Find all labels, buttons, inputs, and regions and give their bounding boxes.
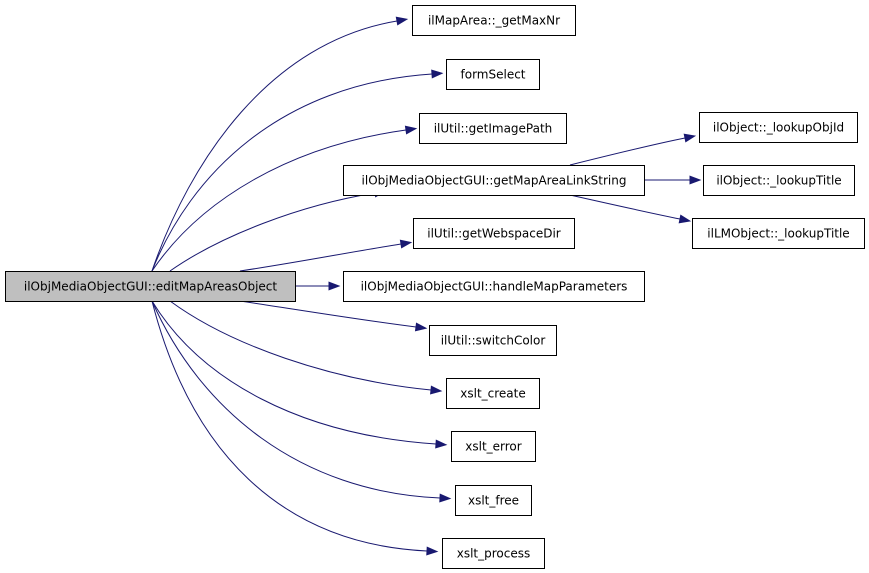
edge-arrowhead (430, 385, 443, 395)
node-label: formSelect (461, 68, 526, 82)
edge-root-n3 (151, 125, 418, 272)
node-box[interactable] (451, 431, 536, 462)
edge-root-n10 (151, 300, 452, 503)
edge-line (239, 300, 417, 328)
node-label: ilUtil::getWebspaceDir (427, 227, 561, 241)
edge-arrowhead (431, 69, 444, 79)
edge-root-n2 (151, 69, 444, 272)
node-label: ilObjMediaObjectGUI::handleMapParameters (361, 280, 628, 294)
edge-arrowhead (395, 16, 409, 26)
edge-line (151, 300, 437, 445)
node-box[interactable] (692, 218, 865, 249)
edge-arrowhead (689, 175, 702, 185)
edge-root-n7 (239, 300, 428, 332)
node-box[interactable] (343, 271, 645, 302)
edge-line (569, 137, 686, 166)
node-label: ilUtil::getImagePath (434, 122, 553, 136)
node-n1[interactable]: ilMapArea::_getMaxNr (412, 5, 576, 36)
edge-arrowhead (404, 125, 418, 135)
node-label: xslt_error (465, 440, 522, 454)
edge-n4-n13 (644, 175, 702, 185)
edge-line (151, 300, 441, 499)
edge-arrowhead (435, 439, 448, 449)
node-n7[interactable]: ilUtil::switchColor (429, 325, 557, 356)
node-box[interactable] (446, 59, 540, 90)
edge-arrowhead (426, 546, 439, 556)
node-n11[interactable]: xslt_process (442, 538, 545, 569)
node-n3[interactable]: ilUtil::getImagePath (419, 113, 567, 144)
node-box[interactable] (703, 165, 855, 196)
edge-root-n4 (169, 188, 387, 272)
edge-root-n9 (151, 300, 448, 449)
edge-line (151, 129, 407, 272)
node-label: xslt_create (460, 387, 525, 401)
node-label: ilLMObject::_lookupTitle (707, 227, 849, 241)
node-n14[interactable]: ilLMObject::_lookupTitle (692, 218, 865, 249)
node-box[interactable] (429, 325, 557, 356)
edge-line (151, 300, 428, 552)
node-label: ilUtil::switchColor (441, 334, 546, 348)
node-box[interactable] (419, 113, 567, 144)
edge-arrowhead (414, 322, 428, 332)
edge-n4-n12 (569, 133, 697, 166)
node-n4[interactable]: ilObjMediaObjectGUI::getMapAreaLinkStrin… (343, 165, 645, 196)
node-box[interactable] (455, 485, 532, 516)
node-label: ilMapArea::_getMaxNr (428, 14, 560, 28)
node-label: ilObjMediaObjectGUI::getMapAreaLinkStrin… (362, 174, 627, 188)
node-box[interactable] (442, 538, 545, 569)
node-label: ilObject::_lookupObjId (713, 121, 844, 135)
node-box[interactable] (343, 165, 645, 196)
node-n5[interactable]: ilUtil::getWebspaceDir (413, 218, 575, 249)
node-label: xslt_process (457, 547, 531, 561)
node-label: ilObjMediaObjectGUI::editMapAreasObject (24, 280, 278, 294)
edge-line (569, 194, 681, 220)
edge-root-n5 (239, 239, 413, 272)
edge-n4-n14 (569, 194, 692, 224)
node-n13[interactable]: ilObject::_lookupTitle (703, 165, 855, 196)
node-n10[interactable]: xslt_free (455, 485, 532, 516)
edge-arrowhead (683, 133, 697, 143)
node-n9[interactable]: xslt_error (451, 431, 536, 462)
node-box[interactable] (699, 112, 858, 143)
edge-arrowhead (328, 281, 341, 291)
node-box[interactable] (413, 218, 575, 249)
edge-line (239, 243, 402, 272)
node-box[interactable] (412, 5, 576, 36)
node-label: ilObject::_lookupTitle (716, 174, 841, 188)
node-n6[interactable]: ilObjMediaObjectGUI::handleMapParameters (343, 271, 645, 302)
edge-line (169, 300, 432, 391)
edge-root-n6 (295, 281, 341, 291)
edge-line (151, 20, 398, 272)
edge-arrowhead (678, 214, 692, 224)
edge-arrowhead (399, 239, 413, 249)
edge-arrowhead (439, 493, 452, 503)
edge-root-n1 (151, 16, 409, 272)
node-n2[interactable]: formSelect (446, 59, 540, 90)
edge-line (169, 192, 376, 272)
node-box[interactable] (446, 378, 540, 409)
edge-root-n11 (151, 300, 439, 556)
edge-root-n8 (169, 300, 443, 395)
edge-line (151, 73, 433, 272)
node-n12[interactable]: ilObject::_lookupObjId (699, 112, 858, 143)
node-n8[interactable]: xslt_create (446, 378, 540, 409)
node-label: xslt_free (468, 494, 519, 508)
node-root[interactable]: ilObjMediaObjectGUI::editMapAreasObject (5, 271, 296, 302)
node-box[interactable] (5, 271, 296, 302)
nodes-layer: ilObjMediaObjectGUI::editMapAreasObjecti… (5, 5, 865, 569)
